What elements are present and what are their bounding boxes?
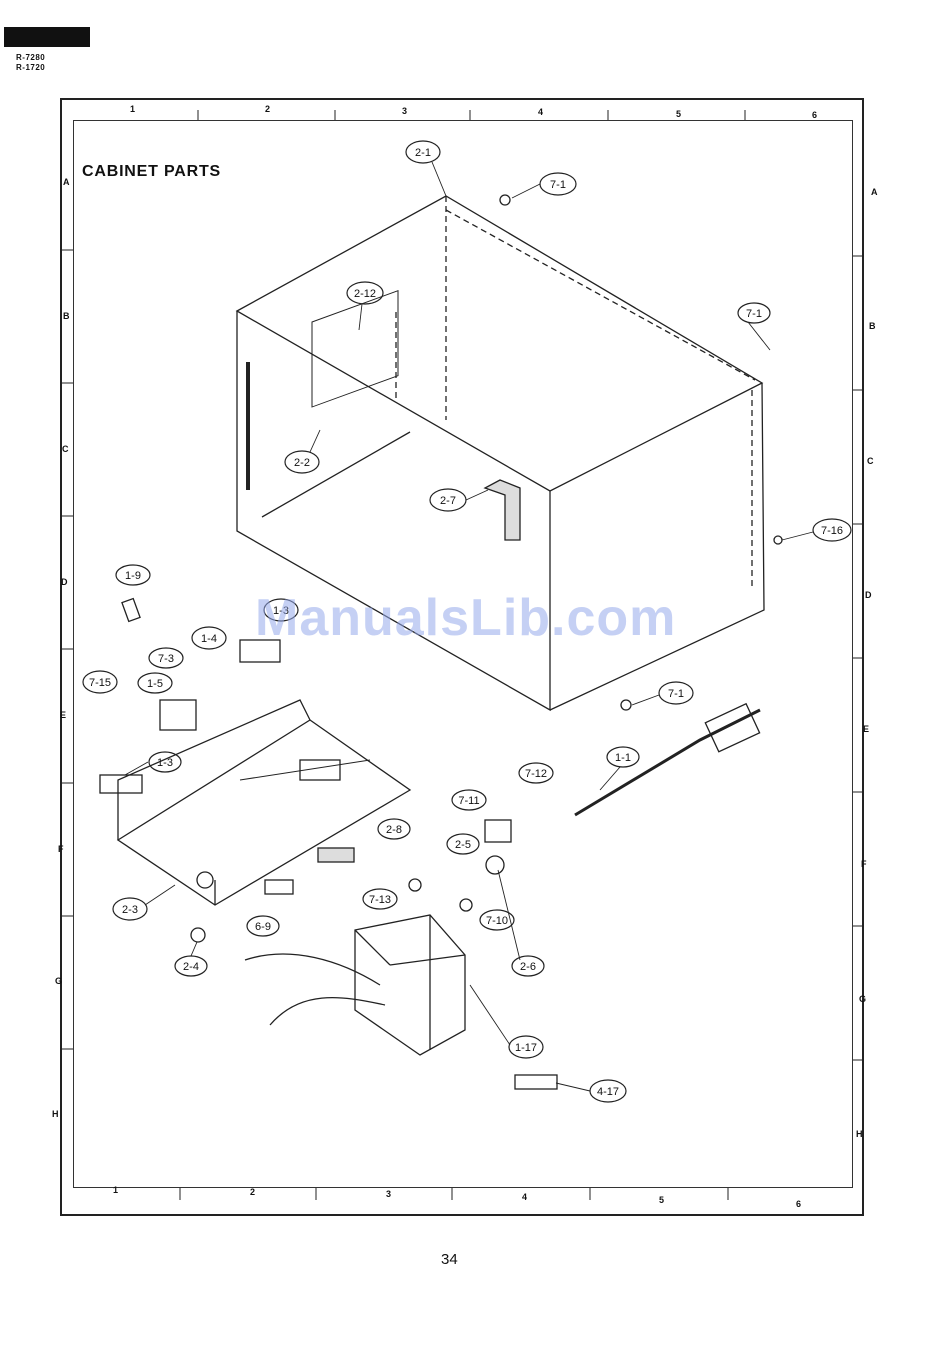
svg-text:4-17: 4-17: [597, 1086, 619, 1098]
callout-1-3-b: 1-3: [149, 752, 181, 772]
svg-text:2-12: 2-12: [354, 288, 376, 300]
page-number: 34: [441, 1251, 458, 1268]
callout-7-15: 7-15: [83, 671, 117, 693]
callout-7-1-a: 7-1: [540, 173, 576, 195]
callout-7-12: 7-12: [519, 763, 553, 783]
callout-7-1-b: 7-1: [738, 303, 770, 323]
callout-1-9: 1-9: [116, 565, 150, 585]
callout-7-13: 7-13: [363, 889, 397, 909]
svg-text:7-11: 7-11: [458, 795, 479, 807]
power-cord: [575, 704, 760, 815]
svg-text:1-3: 1-3: [157, 757, 173, 769]
svg-text:2-1: 2-1: [415, 147, 431, 159]
svg-text:1-9: 1-9: [125, 570, 141, 582]
svg-text:1-5: 1-5: [147, 678, 163, 690]
svg-text:2-7: 2-7: [440, 495, 456, 507]
svg-text:7-13: 7-13: [369, 894, 391, 906]
base-plate: [118, 700, 410, 905]
svg-text:2-2: 2-2: [294, 457, 310, 469]
callout-2-8: 2-8: [378, 819, 410, 839]
svg-text:2-6: 2-6: [520, 961, 536, 973]
callout-7-3: 7-3: [149, 648, 183, 668]
callout-2-1: 2-1: [406, 141, 440, 163]
svg-text:7-3: 7-3: [158, 653, 174, 665]
svg-text:7-1: 7-1: [668, 688, 684, 700]
svg-text:1-1: 1-1: [615, 752, 631, 764]
svg-text:2-8: 2-8: [386, 824, 402, 836]
svg-text:7-1: 7-1: [746, 308, 762, 320]
svg-text:1-4: 1-4: [201, 633, 217, 645]
callout-2-6-a: 2-6: [512, 956, 544, 976]
transformer: [245, 915, 465, 1055]
watermark: ManualsLib.com: [255, 588, 676, 648]
callout-1-5: 1-5: [138, 673, 172, 693]
svg-text:1-17: 1-17: [515, 1042, 537, 1054]
svg-text:7-1: 7-1: [550, 179, 566, 191]
svg-text:6-9: 6-9: [255, 921, 271, 933]
svg-text:7-15: 7-15: [89, 677, 111, 689]
callout-7-1-c: 7-1: [659, 682, 693, 704]
svg-text:2-4: 2-4: [183, 961, 199, 973]
callout-2-5: 2-5: [447, 834, 479, 854]
svg-text:7-12: 7-12: [525, 768, 547, 780]
svg-text:2-3: 2-3: [122, 904, 138, 916]
callout-2-2: 2-2: [285, 451, 319, 473]
callout-7-16: 7-16: [813, 519, 851, 541]
callout-1-17: 1-17: [509, 1036, 543, 1058]
svg-text:7-16: 7-16: [821, 525, 843, 537]
callout-2-12: 2-12: [347, 282, 383, 304]
callout-4-17: 4-17: [590, 1080, 626, 1102]
callout-2-3: 2-3: [113, 898, 147, 920]
callout-6-9: 6-9: [247, 916, 279, 936]
svg-text:2-5: 2-5: [455, 839, 471, 851]
callout-1-4: 1-4: [192, 627, 226, 649]
callout-1-1: 1-1: [607, 747, 639, 767]
svg-text:7-10: 7-10: [486, 915, 508, 927]
callout-7-11: 7-11: [452, 790, 486, 810]
callout-2-4: 2-4: [175, 956, 207, 976]
callout-2-7: 2-7: [430, 489, 466, 511]
